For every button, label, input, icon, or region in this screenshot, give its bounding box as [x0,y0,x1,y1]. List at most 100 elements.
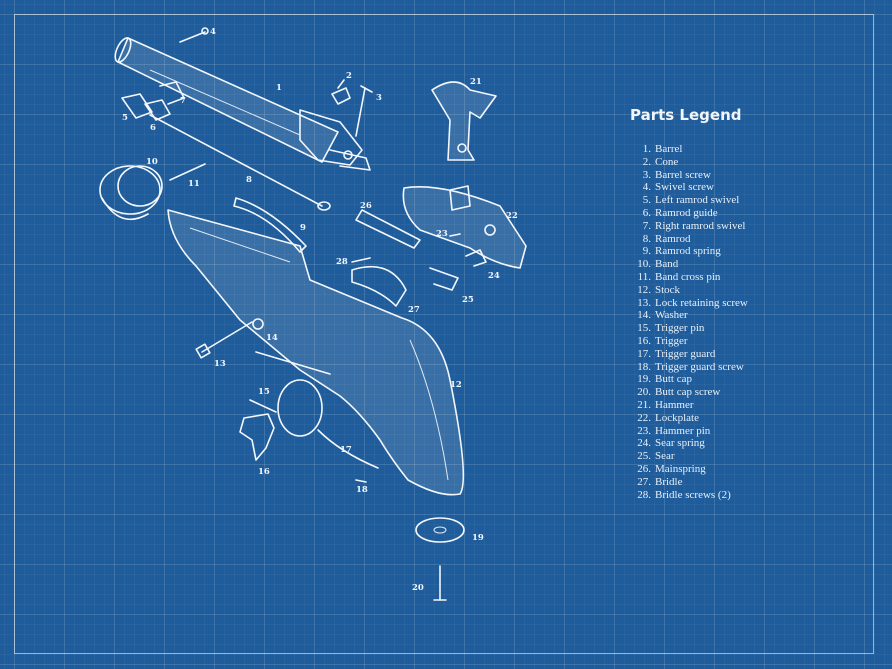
part-ramrod-spring [233,197,307,253]
part-band [99,165,163,221]
callout-24: 24 [488,271,500,281]
part-hammer-pin [449,233,461,237]
legend-item-name: Lock retaining screw [655,296,748,309]
part-butt-cap-screw [433,565,447,601]
callout-22: 22 [506,211,518,221]
legend-item-name: Barrel screw [655,168,711,181]
legend-item-name: Cone [655,155,679,168]
legend-item: 21.Hammer [626,399,776,412]
legend-item-name: Butt cap screw [655,386,721,399]
legend-item-number: 20. [637,386,651,399]
legend-item-number: 5. [642,194,651,207]
legend-item: 2.Cone [626,156,776,169]
legend-item-number: 18. [637,360,651,373]
legend-item-number: 19. [637,373,651,386]
callout-10: 10 [146,157,158,167]
legend-item: 4. Swivel screw [626,181,776,194]
part-ramrod-swivels [121,81,185,121]
legend-item-number: 10. [637,258,651,271]
legend-item-number: 27. [637,475,651,488]
legend-item-name: Bridle [655,475,683,488]
callout-9: 9 [300,223,306,233]
part-hammer [431,81,497,161]
part-bridle-screws [351,257,371,263]
legend-item-name: Hammer pin [655,424,711,437]
legend-item: 23. Hammer pin [626,425,776,438]
legend-item-name: Trigger guard screw [655,360,744,373]
legend-item-number: 8. [642,232,651,245]
part-barrel-screw [355,85,373,137]
legend-item: 6.Ramrod guide [626,207,776,220]
legend-item: 20. Butt cap screw [626,386,776,399]
callout-13: 13 [214,359,226,369]
legend-item: 22.Lockplate [626,412,776,425]
part-trigger-guard [255,351,379,469]
legend-item-name: Right ramrod swivel [655,219,746,232]
legend-item-number: 13. [637,296,651,309]
legend-item-name: Trigger pin [655,322,705,335]
legend-item-name: Washer [655,309,688,322]
legend-item: 11. Band cross pin [626,271,776,284]
legend-item: 10.Band [626,258,776,271]
legend-item-number: 1. [642,143,651,155]
legend-item: 13. Lock retaining screw [626,297,776,310]
legend-item-name: Sear spring [655,437,705,450]
part-ramrod [149,114,331,211]
legend-item: 7. Right ramrod swivel [626,220,776,233]
callout-12: 12 [450,380,462,390]
legend-item: 3. Barrel screw [626,169,776,182]
callout-1: 1 [276,83,282,93]
callout-7: 7 [180,96,186,106]
legend-item-number: 15. [637,322,651,335]
legend-item-number: 16. [637,334,651,347]
part-washer [252,318,264,330]
legend-item-name: Ramrod spring [655,245,721,258]
part-band-cross-pin [169,163,206,181]
callout-17: 17 [340,445,352,455]
part-trigger [239,413,275,461]
callout-20: 20 [412,583,424,593]
legend-item-name: Band cross pin [655,270,721,283]
legend-item: 9. Ramrod spring [626,245,776,258]
part-stock [167,209,465,496]
callout-11: 11 [188,179,200,189]
legend-item-number: 4. [642,181,651,194]
part-butt-cap [415,517,465,543]
legend-item: 28.Bridle screws (2) [626,489,776,502]
legend-title: Parts Legend [630,106,742,124]
legend-item-name: Left ramrod swivel [655,194,740,207]
legend-item-number: 3. [642,168,651,181]
part-sear-spring [465,249,487,267]
legend-item-name: Barrel [655,143,683,155]
legend-item-number: 9. [642,245,651,258]
legend-item: 12.Stock [626,284,776,297]
part-swivel-screw [179,27,209,43]
legend-item: 27. Bridle [626,476,776,489]
callout-6: 6 [150,123,156,133]
legend-item-name: Trigger guard [655,347,716,360]
callout-2: 2 [346,71,352,81]
legend-item-number: 11. [637,270,651,283]
legend-item-number: 25. [637,450,651,463]
legend-item-name: Hammer [655,398,694,411]
callout-25: 25 [462,295,474,305]
part-barrel [114,37,371,171]
legend-item: 5. Left ramrod swivel [626,194,776,207]
callout-8: 8 [246,175,252,185]
callout-5: 5 [122,113,128,123]
legend-item-name: Bridle screws (2) [655,488,731,501]
legend-item-name: Swivel screw [655,181,714,194]
callout-23: 23 [436,229,448,239]
part-bridle [351,266,407,307]
legend-item-number: 23. [637,424,651,437]
part-sear [429,267,459,291]
legend-item: 1. Barrel [626,143,776,156]
legend-item-number: 7. [642,219,651,232]
legend-item: 15. Trigger pin [626,322,776,335]
legend-item-name: Trigger [655,334,688,347]
legend-item-number: 14. [637,309,651,322]
legend-item-name: Mainspring [655,462,706,475]
